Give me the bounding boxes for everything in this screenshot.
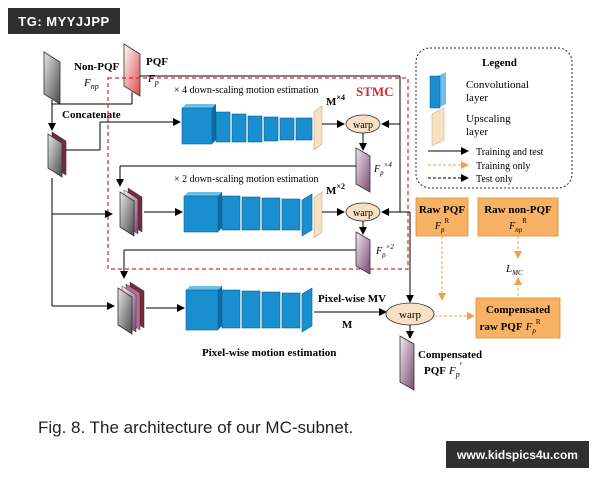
nonpqf-label: Non-PQF xyxy=(74,61,120,73)
pqf-label: PQF xyxy=(146,56,168,68)
svg-text:Compensated: Compensated xyxy=(486,304,550,316)
warp-x2: warp xyxy=(345,202,381,222)
legend-upscale-swatch xyxy=(431,107,445,147)
figure-caption: Fig. 8. The architecture of our MC-subne… xyxy=(38,418,354,437)
stmc-region xyxy=(107,77,409,270)
concat-stack-3 xyxy=(117,281,145,335)
legend-title: Legend xyxy=(482,57,517,69)
legend-upscale-label: Upscaling xyxy=(466,113,511,125)
svg-text:warp: warp xyxy=(353,208,373,219)
conv-block-x4 xyxy=(181,104,323,151)
svg-text:FpR: FpR xyxy=(434,217,450,234)
raw-pqf-box: Raw PQF FpR xyxy=(415,197,469,237)
legend-upscale-label-2: layer xyxy=(466,126,488,138)
svg-text:Raw non-PQF: Raw non-PQF xyxy=(484,204,552,216)
compensated-pqf-label: Compensated xyxy=(418,349,482,361)
pqf-frame xyxy=(123,43,141,97)
svg-text:warp: warp xyxy=(353,120,373,131)
conv-block-pixelwise xyxy=(185,286,313,333)
channel-tag: TG: MYYJJPP xyxy=(8,8,120,34)
legend-conv-swatch xyxy=(429,72,446,109)
conv-block-x2 xyxy=(183,191,323,239)
concatenate-label: Concatenate xyxy=(62,109,121,121)
raw-nonpqf-box: Raw non-PQF FnpR xyxy=(477,197,559,237)
fp2-symbol: Fp×2 xyxy=(375,243,394,259)
m4-label: M×4 xyxy=(326,93,345,108)
down4-title: × 4 down-scaling motion estimation xyxy=(174,85,319,96)
svg-text:warp: warp xyxy=(399,309,421,321)
concat-stack-2 xyxy=(119,187,143,237)
warp-pixelwise: warp xyxy=(385,302,435,326)
watermark: www.kidspics4u.com xyxy=(446,441,589,468)
nonpqf-symbol: Fnp xyxy=(83,77,99,91)
warp-x4: warp xyxy=(345,114,381,134)
svg-text:Raw PQF: Raw PQF xyxy=(419,204,465,216)
legend-conv-label-2: layer xyxy=(466,92,488,104)
svg-text:FnpR: FnpR xyxy=(508,217,527,234)
m-label: M xyxy=(342,319,353,331)
fp2-frame xyxy=(355,231,371,275)
nonpqf-frame xyxy=(43,51,61,105)
compensated-pqf-frame xyxy=(399,335,415,391)
pixelwise-mv-label: Pixel-wise MV xyxy=(318,293,386,305)
fp4-frame xyxy=(355,147,371,193)
m2-label: M×2 xyxy=(326,182,345,197)
legend-train-test-label: Training and test xyxy=(476,147,544,158)
fp4-symbol: Fp×4 xyxy=(373,161,392,177)
legend-test-only-label: Test only xyxy=(476,174,513,185)
legend-box xyxy=(415,47,573,189)
legend-train-only-label: Training only xyxy=(476,161,530,172)
concat-stack-1 xyxy=(47,131,67,178)
down2-title: × 2 down-scaling motion estimation xyxy=(174,174,319,185)
pixelwise-title: Pixel-wise motion estimation xyxy=(202,347,336,359)
loss-label: LMC xyxy=(505,263,523,277)
pqf-symbol: Fp xyxy=(147,73,159,87)
stmc-label: STMC xyxy=(356,84,394,99)
legend-conv-label: Convolutional xyxy=(466,79,529,91)
